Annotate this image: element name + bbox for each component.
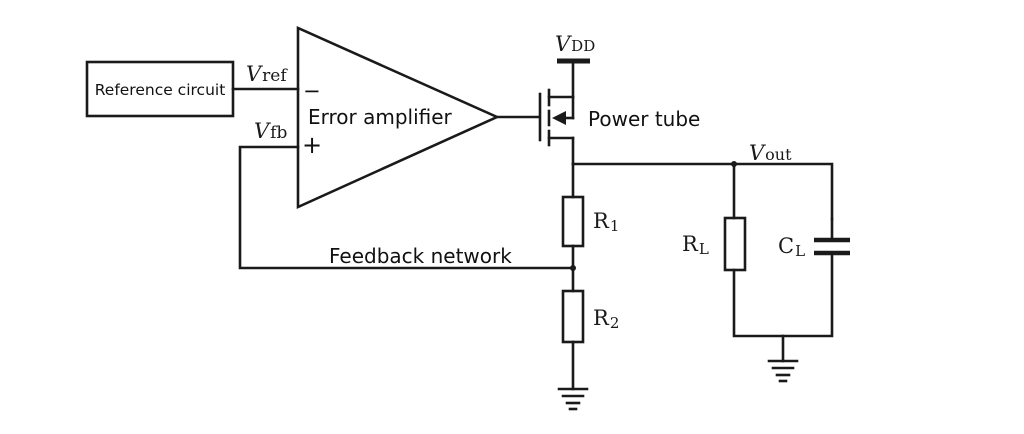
ground-icon [557,387,589,411]
r2-symbol: R [593,306,610,330]
vdd-subscript: DD [571,37,595,55]
r2-label: R2 [593,306,619,332]
body-arrow-icon [552,111,566,125]
vref-subscript: ref [262,66,288,86]
cl-subscript: L [795,242,805,260]
vout-subscript: out [765,145,792,164]
rl-symbol: R [682,232,699,256]
r2-resistor [561,289,585,344]
feedback-wire [238,145,575,270]
cl-label: CL [778,234,805,260]
cl-symbol: C [778,234,794,258]
load-return-wire [732,253,834,338]
minus-sign: − [303,79,321,103]
power-tube-label: Power tube [588,107,700,131]
r1-subscript: 1 [610,217,620,235]
error-amplifier: − + Error amplifier [296,25,501,210]
r1-symbol: R [593,209,610,233]
load-ground-icon [767,359,799,383]
r2-subscript: 2 [610,314,620,332]
rl-subscript: L [699,240,709,258]
rl-resistor [723,216,747,272]
plus-sign: + [302,131,322,159]
feedback-junction-dot [570,265,576,271]
reference-circuit-block: Reference circuit [85,60,235,118]
vout-label: Vout [749,141,792,165]
vout-symbol: V [749,141,766,165]
vref-symbol: V [246,62,263,86]
power-tube-transistor [538,60,575,166]
vfb-symbol: V [254,119,271,143]
reference-circuit-label: Reference circuit [95,81,226,99]
feedback-network-label: Feedback network [329,244,512,268]
vref-label: Vref [246,62,288,86]
r1-resistor [561,195,585,248]
vdd-symbol: V [555,32,572,56]
vdd-label: VDD [555,32,595,56]
rl-label: RL [682,232,709,258]
r1-label: R1 [593,209,619,235]
error-amplifier-label: Error amplifier [308,105,453,129]
vout-junction-dot [731,161,737,167]
vfb-subscript: fb [270,123,287,143]
vout-wire [571,162,834,221]
vfb-label: Vfb [254,119,287,143]
error-amplifier-triangle [296,25,501,210]
